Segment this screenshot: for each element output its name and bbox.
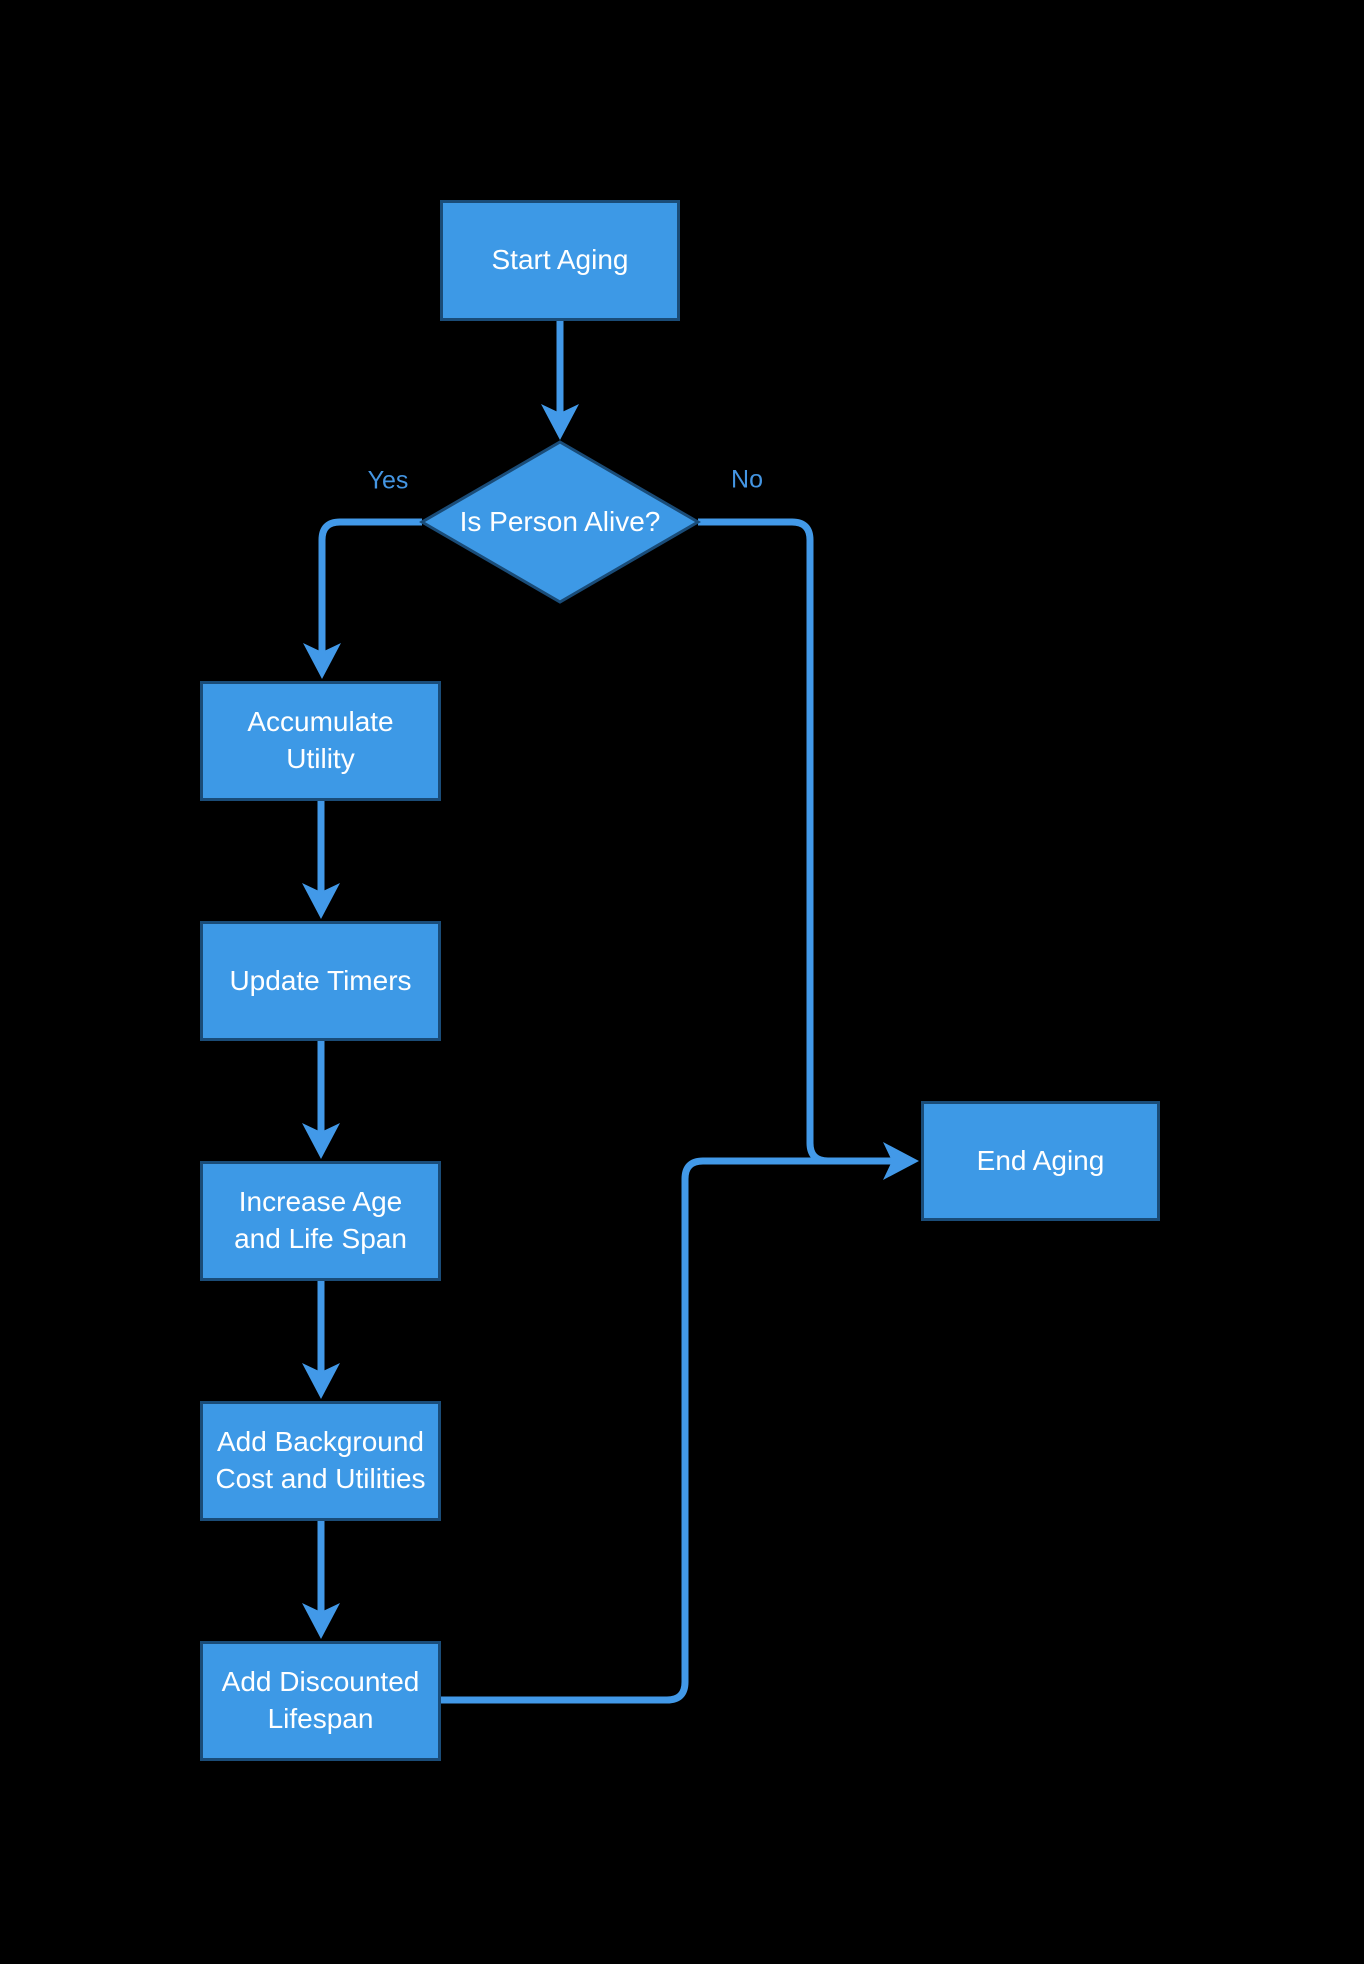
node-add-background-cost-utilities: Add Background Cost and Utilities [200,1401,441,1521]
node-add-discounted-lifespan-label: Add Discounted Lifespan [221,1666,420,1734]
edge-discounted-end [441,1157,895,1704]
node-increase-age-life-span-label: Increase Age and Life Span [234,1186,407,1254]
arrowhead-into-background [302,1363,340,1399]
node-add-background-cost-utilities-label: Add Background Cost and Utilities [215,1426,426,1494]
edge-label-no: No [731,465,763,494]
edge-decision-accumulate-yes [318,518,422,653]
decision-diamond-shape [419,440,701,604]
node-accumulate-utility-label: Accumulate Utility [247,706,394,774]
node-increase-age-life-span: Increase Age and Life Span [200,1161,441,1281]
arrowhead-into-end [883,1142,919,1180]
node-decision-label: Is Person Alive? [459,506,661,537]
node-start-aging-label: Start Aging [491,244,629,276]
arrowhead-into-discounted [302,1603,340,1639]
edge-decision-end-no [698,518,895,1165]
arrowhead-into-decision [541,404,579,440]
arrowhead-into-increase [302,1123,340,1159]
node-update-timers: Update Timers [200,921,441,1041]
arrowhead-into-accumulate [303,643,341,679]
arrowhead-into-update [302,883,340,919]
edge-label-yes: Yes [367,466,409,495]
node-accumulate-utility: Accumulate Utility [200,681,441,801]
node-start-aging: Start Aging [440,200,680,321]
node-add-discounted-lifespan: Add Discounted Lifespan [200,1641,441,1761]
node-end-aging: End Aging [921,1101,1160,1221]
node-end-aging-label: End Aging [976,1144,1105,1176]
node-update-timers-label: Update Timers [229,964,412,996]
